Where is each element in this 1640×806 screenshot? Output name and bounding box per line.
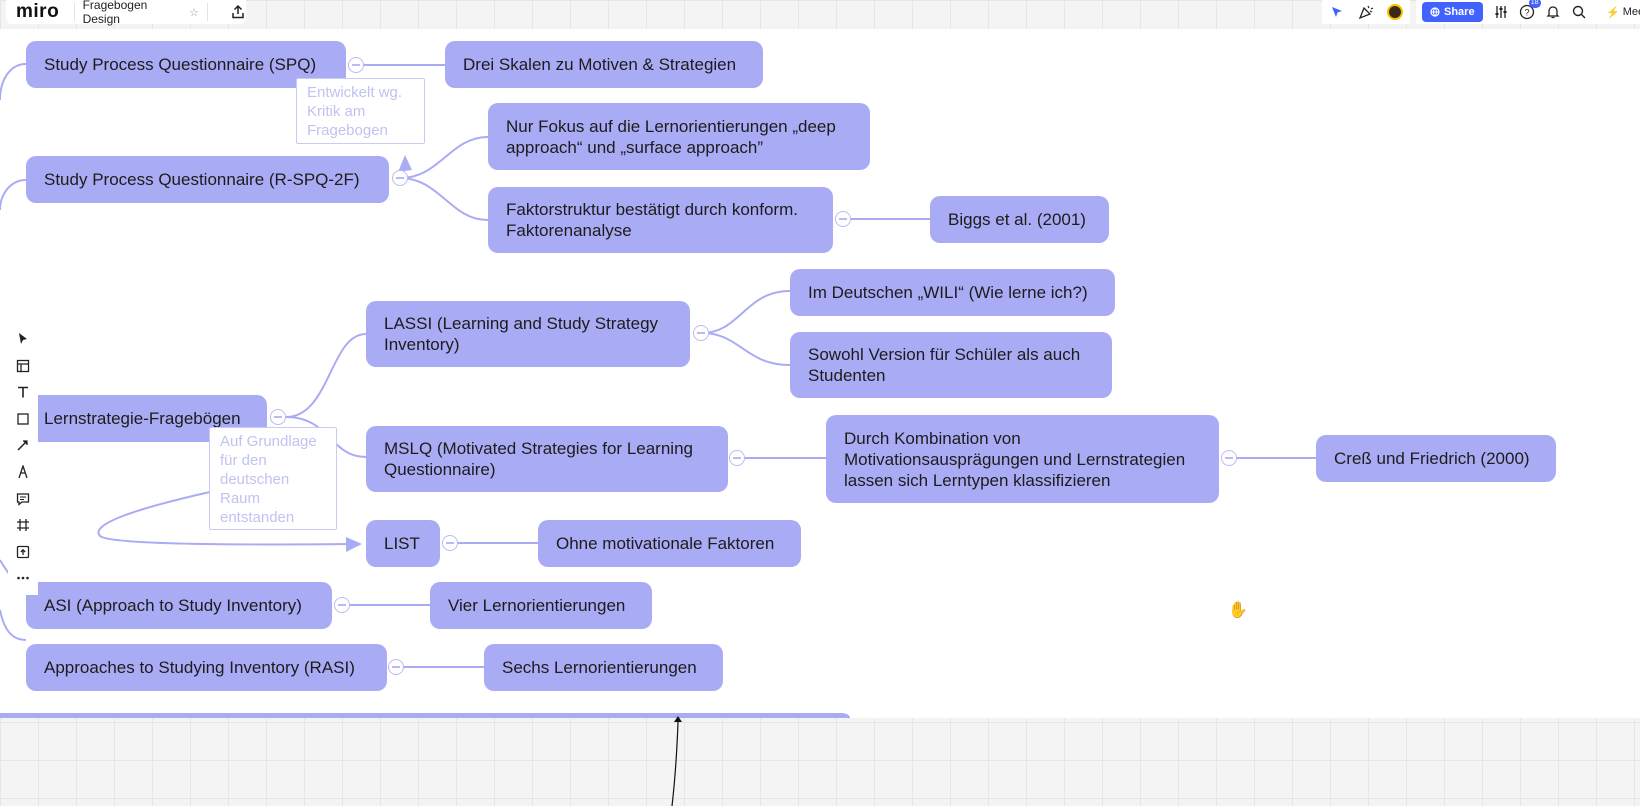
node-label: Sechs Lernorientierungen: [502, 658, 697, 677]
node-spq[interactable]: Study Process Questionnaire (SPQ): [26, 41, 346, 88]
node-rspq-child2[interactable]: Faktorstruktur bestätigt durch konform. …: [488, 187, 833, 253]
more-icon[interactable]: [13, 568, 33, 588]
meeting-label: Mee: [1622, 6, 1640, 18]
node-label: LASSI (Learning and Study Strategy Inven…: [384, 314, 659, 354]
node-label: Biggs et al. (2001): [948, 210, 1086, 229]
node-lassi[interactable]: LASSI (Learning and Study Strategy Inven…: [366, 301, 690, 367]
svg-text:?: ?: [1524, 8, 1529, 18]
note-text: Entwickelt wg. Kritik am Fragebogen: [307, 84, 403, 139]
miro-logo[interactable]: miro: [16, 1, 60, 22]
collapse-knob[interactable]: [348, 57, 364, 73]
star-icon[interactable]: ☆: [189, 6, 200, 19]
celebrate-icon[interactable]: [1358, 4, 1374, 20]
globe-icon: [1430, 7, 1440, 17]
node-spq-child[interactable]: Drei Skalen zu Motiven & Strategien: [445, 41, 763, 88]
collapse-knob[interactable]: [388, 659, 404, 675]
node-mslq[interactable]: MSLQ (Motivated Strategies for Learning …: [366, 426, 728, 492]
node-label: Study Process Questionnaire (R-SPQ-2F): [44, 170, 360, 189]
settings-sliders-icon[interactable]: [1493, 4, 1509, 20]
share-button[interactable]: Share: [1422, 2, 1483, 22]
node-mslq-child[interactable]: Durch Kombination von Motivationsauspräg…: [826, 415, 1219, 503]
shape-square-icon[interactable]: [13, 409, 33, 429]
node-lassi-child1[interactable]: Im Deutschen „WILI“ (Wie lerne ich?): [790, 269, 1115, 316]
collapse-knob[interactable]: [334, 597, 350, 613]
upload-tool-icon[interactable]: [13, 542, 33, 562]
arrowhead: [346, 537, 362, 552]
node-label: Creß und Friedrich (2000): [1334, 449, 1530, 468]
collapse-knob[interactable]: [729, 450, 745, 466]
divider: [73, 3, 75, 21]
node-label: Im Deutschen „WILI“ (Wie lerne ich?): [808, 283, 1088, 302]
notification-badge: 18: [1528, 0, 1541, 8]
node-label: Lernstrategie-Fragebögen: [44, 409, 241, 428]
cursor-line: [671, 721, 679, 806]
node-label: Approaches to Studying Inventory (RASI): [44, 658, 355, 677]
collapse-knob[interactable]: [270, 409, 286, 425]
help-icon[interactable]: ? 18: [1519, 0, 1541, 20]
node-label: Faktorstruktur bestätigt durch konform. …: [506, 200, 798, 240]
note-spq[interactable]: Entwickelt wg. Kritik am Fragebogen: [296, 78, 425, 144]
bell-icon[interactable]: [1545, 4, 1561, 20]
collab-bar: [1322, 0, 1410, 24]
divider: [207, 3, 208, 21]
upload-icon[interactable]: [230, 4, 246, 20]
frame-icon[interactable]: [13, 515, 33, 535]
node-label: Ohne motivationale Faktoren: [556, 534, 775, 553]
node-label: ASI (Approach to Study Inventory): [44, 596, 302, 615]
meeting-bar[interactable]: ⚡ Mee: [1600, 0, 1640, 24]
pen-icon[interactable]: [13, 462, 33, 482]
node-rasi-child[interactable]: Sechs Lernorientierungen: [484, 644, 723, 691]
node-list-child[interactable]: Ohne motivationale Faktoren: [538, 520, 801, 567]
node-rspq-child1[interactable]: Nur Fokus auf die Lernorientierungen „de…: [488, 103, 870, 170]
node-label: Nur Fokus auf die Lernorientierungen „de…: [506, 116, 836, 157]
collapse-knob[interactable]: [392, 170, 408, 186]
note-text: Auf Grundlage für den deutschen Raum ent…: [220, 433, 317, 526]
node-cress[interactable]: Creß und Friedrich (2000): [1316, 435, 1556, 482]
lightning-icon: ⚡: [1606, 6, 1620, 19]
node-biggs[interactable]: Biggs et al. (2001): [930, 196, 1109, 243]
node-label: Study Process Questionnaire (SPQ): [44, 55, 317, 74]
arrowhead: [398, 155, 412, 172]
search-icon[interactable]: [1571, 4, 1587, 20]
board-title[interactable]: Fragebogen Design: [82, 0, 148, 26]
node-label: Vier Lernorientierungen: [448, 596, 626, 615]
node-label: Drei Skalen zu Motiven & Strategien: [463, 55, 737, 74]
top-left-bar: miro Fragebogen Design ☆: [6, 0, 246, 26]
bottom-node-edge: [0, 713, 850, 718]
node-label: LIST: [384, 534, 420, 553]
node-list[interactable]: LIST: [366, 520, 440, 567]
hand-cursor-icon: ✋: [1228, 602, 1248, 619]
follow-cursor-icon[interactable]: [1329, 4, 1345, 20]
select-cursor-icon[interactable]: [13, 329, 33, 349]
collapse-knob[interactable]: [835, 211, 851, 227]
node-asi[interactable]: ASI (Approach to Study Inventory): [26, 582, 332, 629]
top-right-bar: Share ? 18: [1416, 0, 1602, 24]
node-asi-child[interactable]: Vier Lernorientierungen: [430, 582, 652, 629]
collapse-knob[interactable]: [693, 325, 709, 341]
node-lernstrategie[interactable]: Lernstrategie-Fragebögen: [26, 395, 267, 442]
templates-icon[interactable]: [13, 356, 33, 376]
collapse-knob[interactable]: [1221, 450, 1237, 466]
share-label: Share: [1444, 6, 1475, 18]
node-label: Durch Kombination von Motivationsauspräg…: [844, 428, 1186, 490]
node-rspq[interactable]: Study Process Questionnaire (R-SPQ-2F): [26, 156, 389, 203]
comment-icon[interactable]: [13, 489, 33, 509]
node-label: Sowohl Version für Schüler als auch Stud…: [808, 345, 1081, 385]
text-icon[interactable]: [13, 382, 33, 402]
note-lern[interactable]: Auf Grundlage für den deutschen Raum ent…: [209, 427, 337, 530]
avatar[interactable]: [1387, 4, 1404, 20]
connection-line-icon[interactable]: [13, 435, 33, 455]
left-toolbar: [8, 325, 38, 595]
collapse-knob[interactable]: [442, 535, 458, 551]
node-lassi-child2[interactable]: Sowohl Version für Schüler als auch Stud…: [790, 332, 1112, 398]
node-label: MSLQ (Motivated Strategies for Learning …: [384, 439, 693, 479]
node-rasi[interactable]: Approaches to Studying Inventory (RASI): [26, 644, 387, 691]
